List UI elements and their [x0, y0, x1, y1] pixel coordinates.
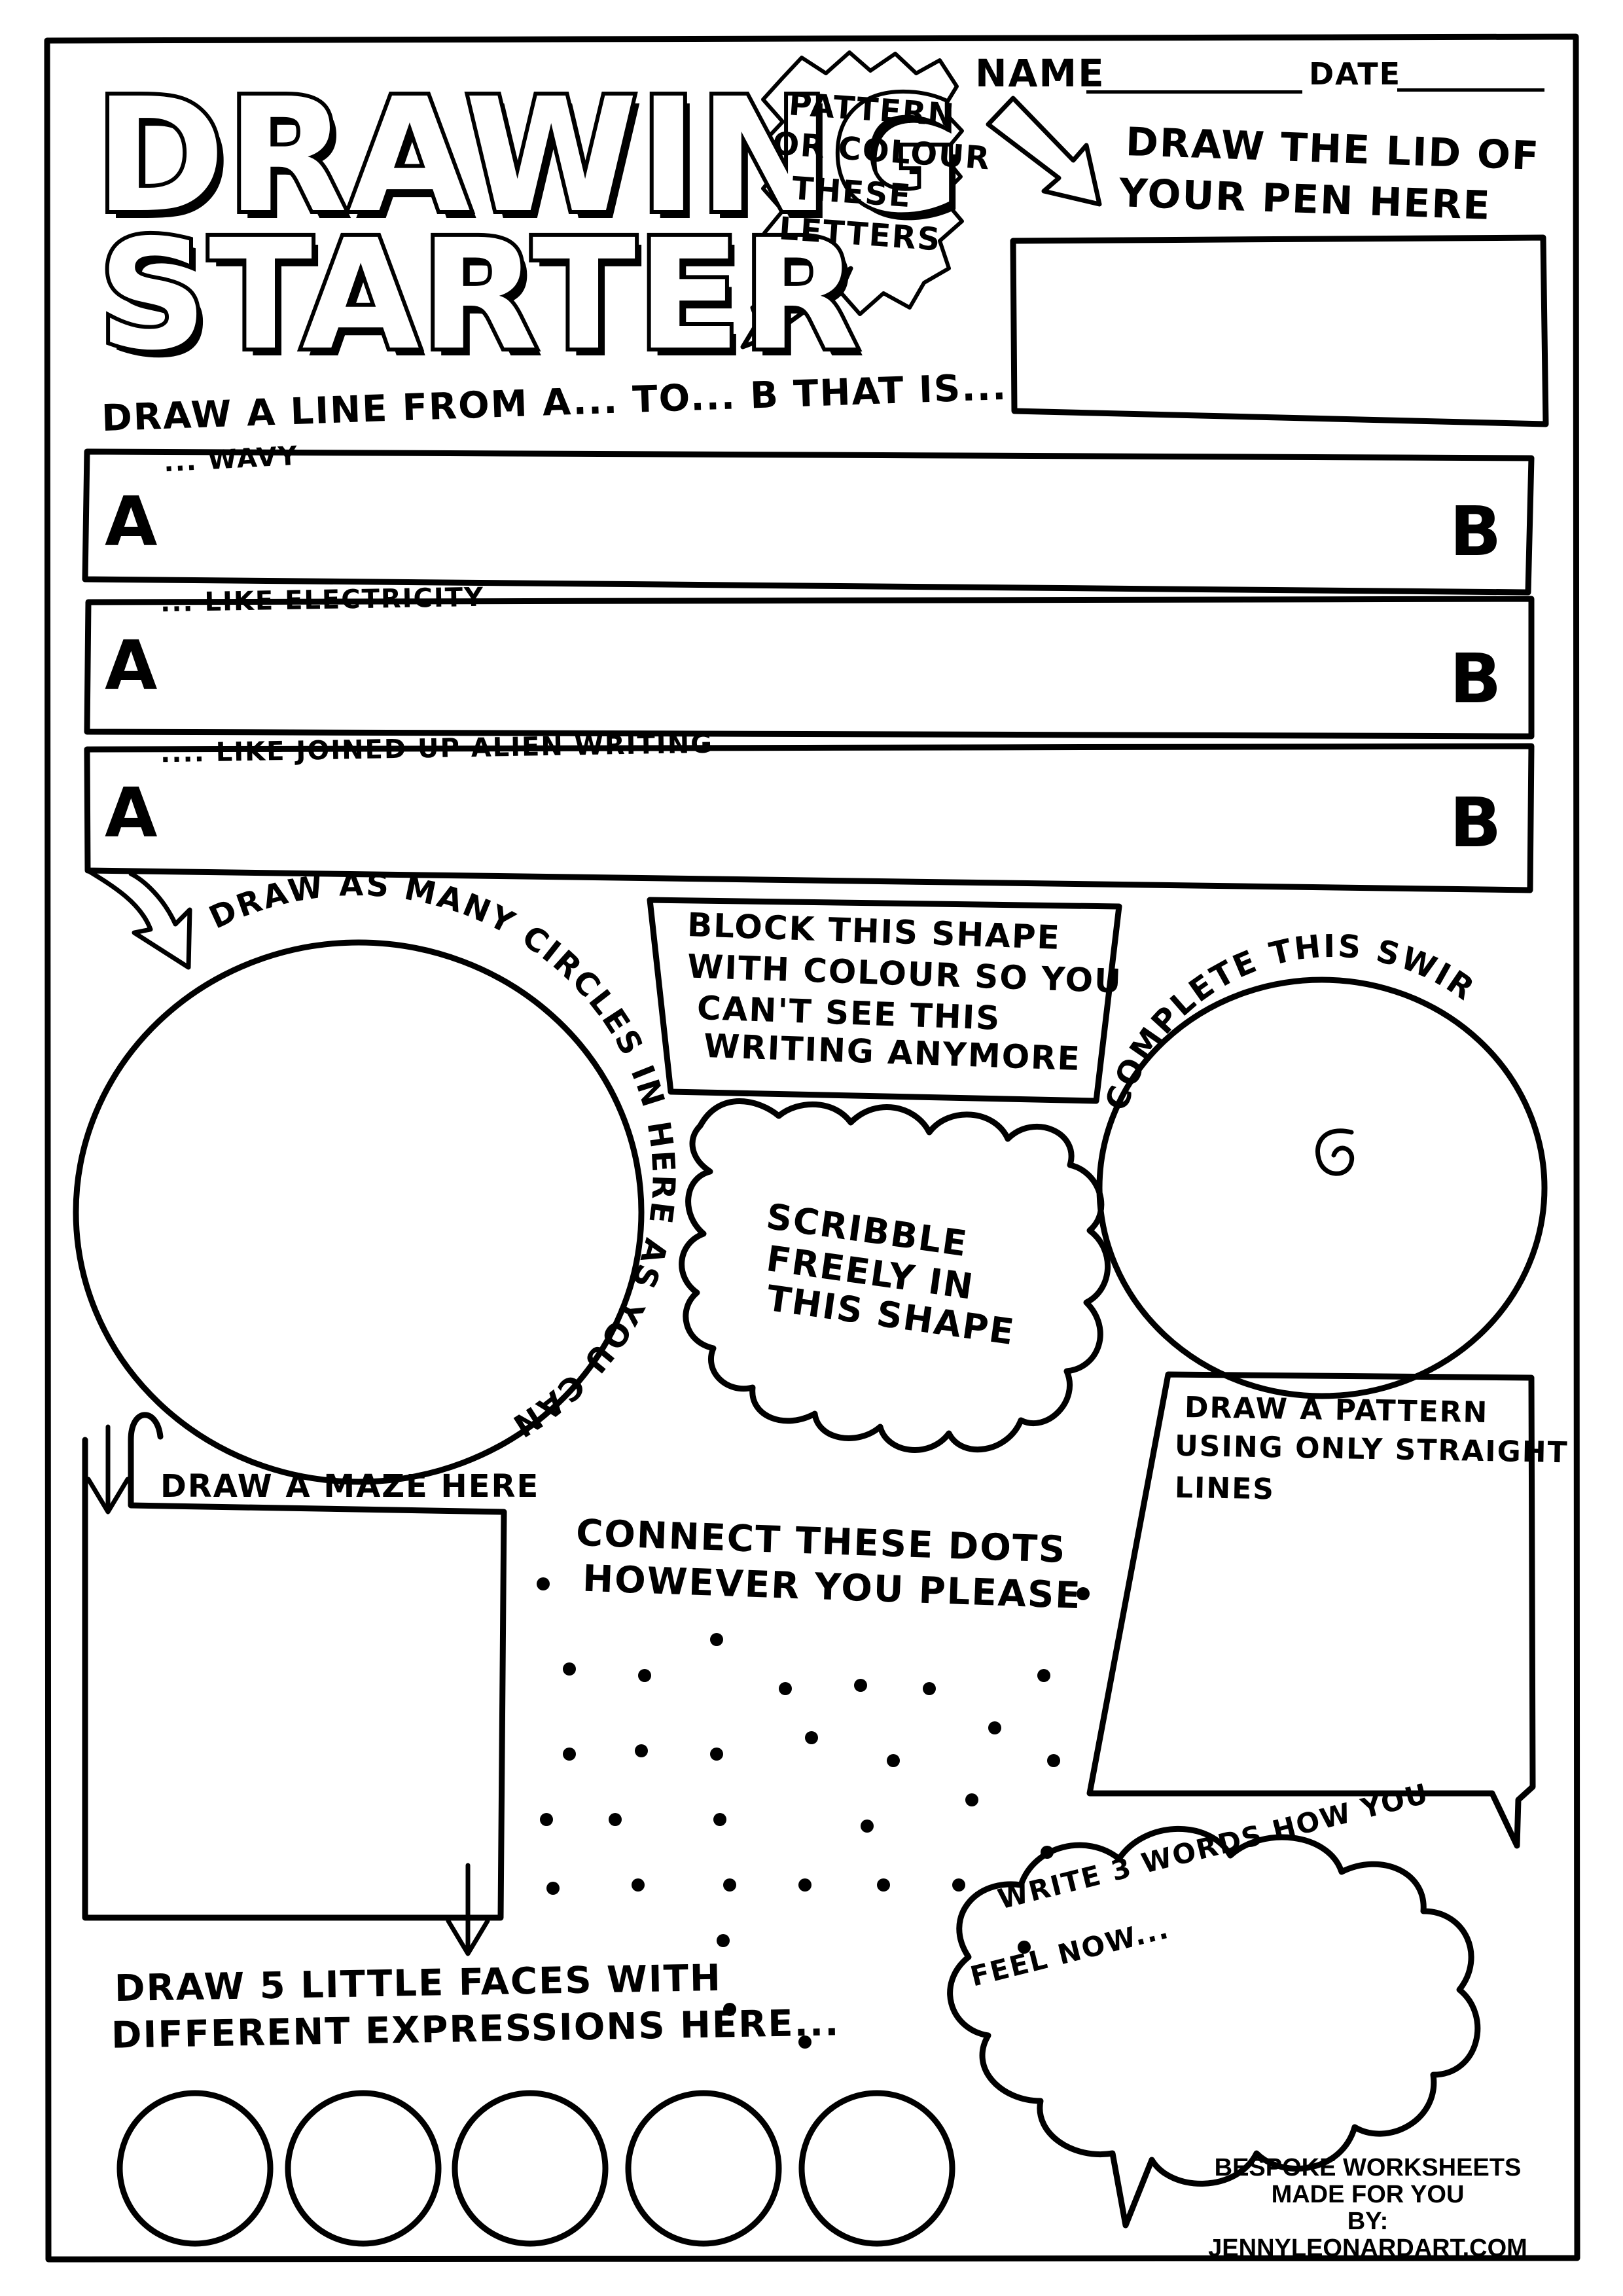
maze-drawing-area[interactable] — [92, 1518, 497, 1911]
scribble-shape — [679, 1098, 1111, 1453]
title-line-2: STARTER — [94, 207, 863, 384]
end-label-b: B — [1450, 639, 1502, 719]
connect-dots — [537, 1577, 1090, 2049]
end-label-b: B — [1450, 783, 1502, 863]
maze-box-outer — [128, 1412, 164, 1443]
line-strip-2 — [84, 596, 1535, 740]
pattern-prompt-line: USING ONLY STRAIGHT — [1174, 1429, 1569, 1470]
pen-lid-box — [1010, 234, 1549, 427]
face-circles — [116, 2090, 955, 2247]
face-circle-5[interactable] — [802, 2093, 952, 2244]
title-line-1: DRAWING — [91, 64, 965, 247]
start-label-a: A — [105, 773, 158, 853]
title-pointer-arrow — [740, 266, 853, 350]
name-label: NAME — [975, 51, 1105, 96]
end-label-b: B — [1450, 492, 1502, 571]
face-circle-3[interactable] — [455, 2093, 605, 2244]
pen-lid-pointer-arrow — [986, 96, 1102, 207]
credit-block: BESPOKE WORKSHEETS MADE FOR YOU BY: JENN… — [1198, 2154, 1538, 2263]
page-border — [44, 33, 1580, 2263]
swirl-start — [1315, 1128, 1355, 1176]
block-colour-shape — [647, 897, 1122, 1104]
face-circle-4[interactable] — [628, 2093, 779, 2244]
start-label-a: A — [105, 482, 158, 562]
line-strip-3 — [84, 743, 1535, 893]
strip-to-circle-arrow — [85, 868, 192, 970]
pattern-note-burst — [761, 50, 964, 316]
swirl-drawing-area[interactable] — [1152, 1021, 1492, 1348]
pattern-prompt-line: LINES — [1174, 1471, 1275, 1507]
maze-prompt: DRAW A MAZE HERE — [160, 1468, 540, 1505]
circles-area — [73, 939, 645, 1485]
credit-line: BESPOKE WORKSHEETS — [1214, 2154, 1522, 2181]
maze-exit-arrow — [446, 1863, 490, 1956]
date-field[interactable] — [1397, 88, 1544, 92]
feel-cloud — [947, 1825, 1481, 2229]
maze-entry-arrow — [86, 1424, 130, 1515]
line-strip-1 — [82, 448, 1535, 596]
credit-line: BY: JENNYLEONARDART.COM — [1208, 2208, 1527, 2263]
pen-lid-drawing-area[interactable] — [1024, 252, 1535, 406]
feel-writing-area[interactable] — [995, 1990, 1427, 2134]
date-label: DATE — [1309, 56, 1402, 92]
face-circle-2[interactable] — [288, 2093, 438, 2244]
line-row-hint: ... LIKE ELECTRICITY — [160, 582, 485, 619]
start-label-a: A — [105, 626, 158, 706]
face-circle-1[interactable] — [120, 2093, 270, 2244]
pattern-shape — [1086, 1371, 1536, 1849]
name-field[interactable] — [1086, 90, 1302, 94]
credit-line: MADE FOR YOU — [1271, 2181, 1465, 2209]
pattern-prompt-line: DRAW A PATTERN — [1184, 1390, 1489, 1430]
maze-box — [82, 1437, 507, 1921]
circles-drawing-area[interactable] — [118, 982, 602, 1440]
